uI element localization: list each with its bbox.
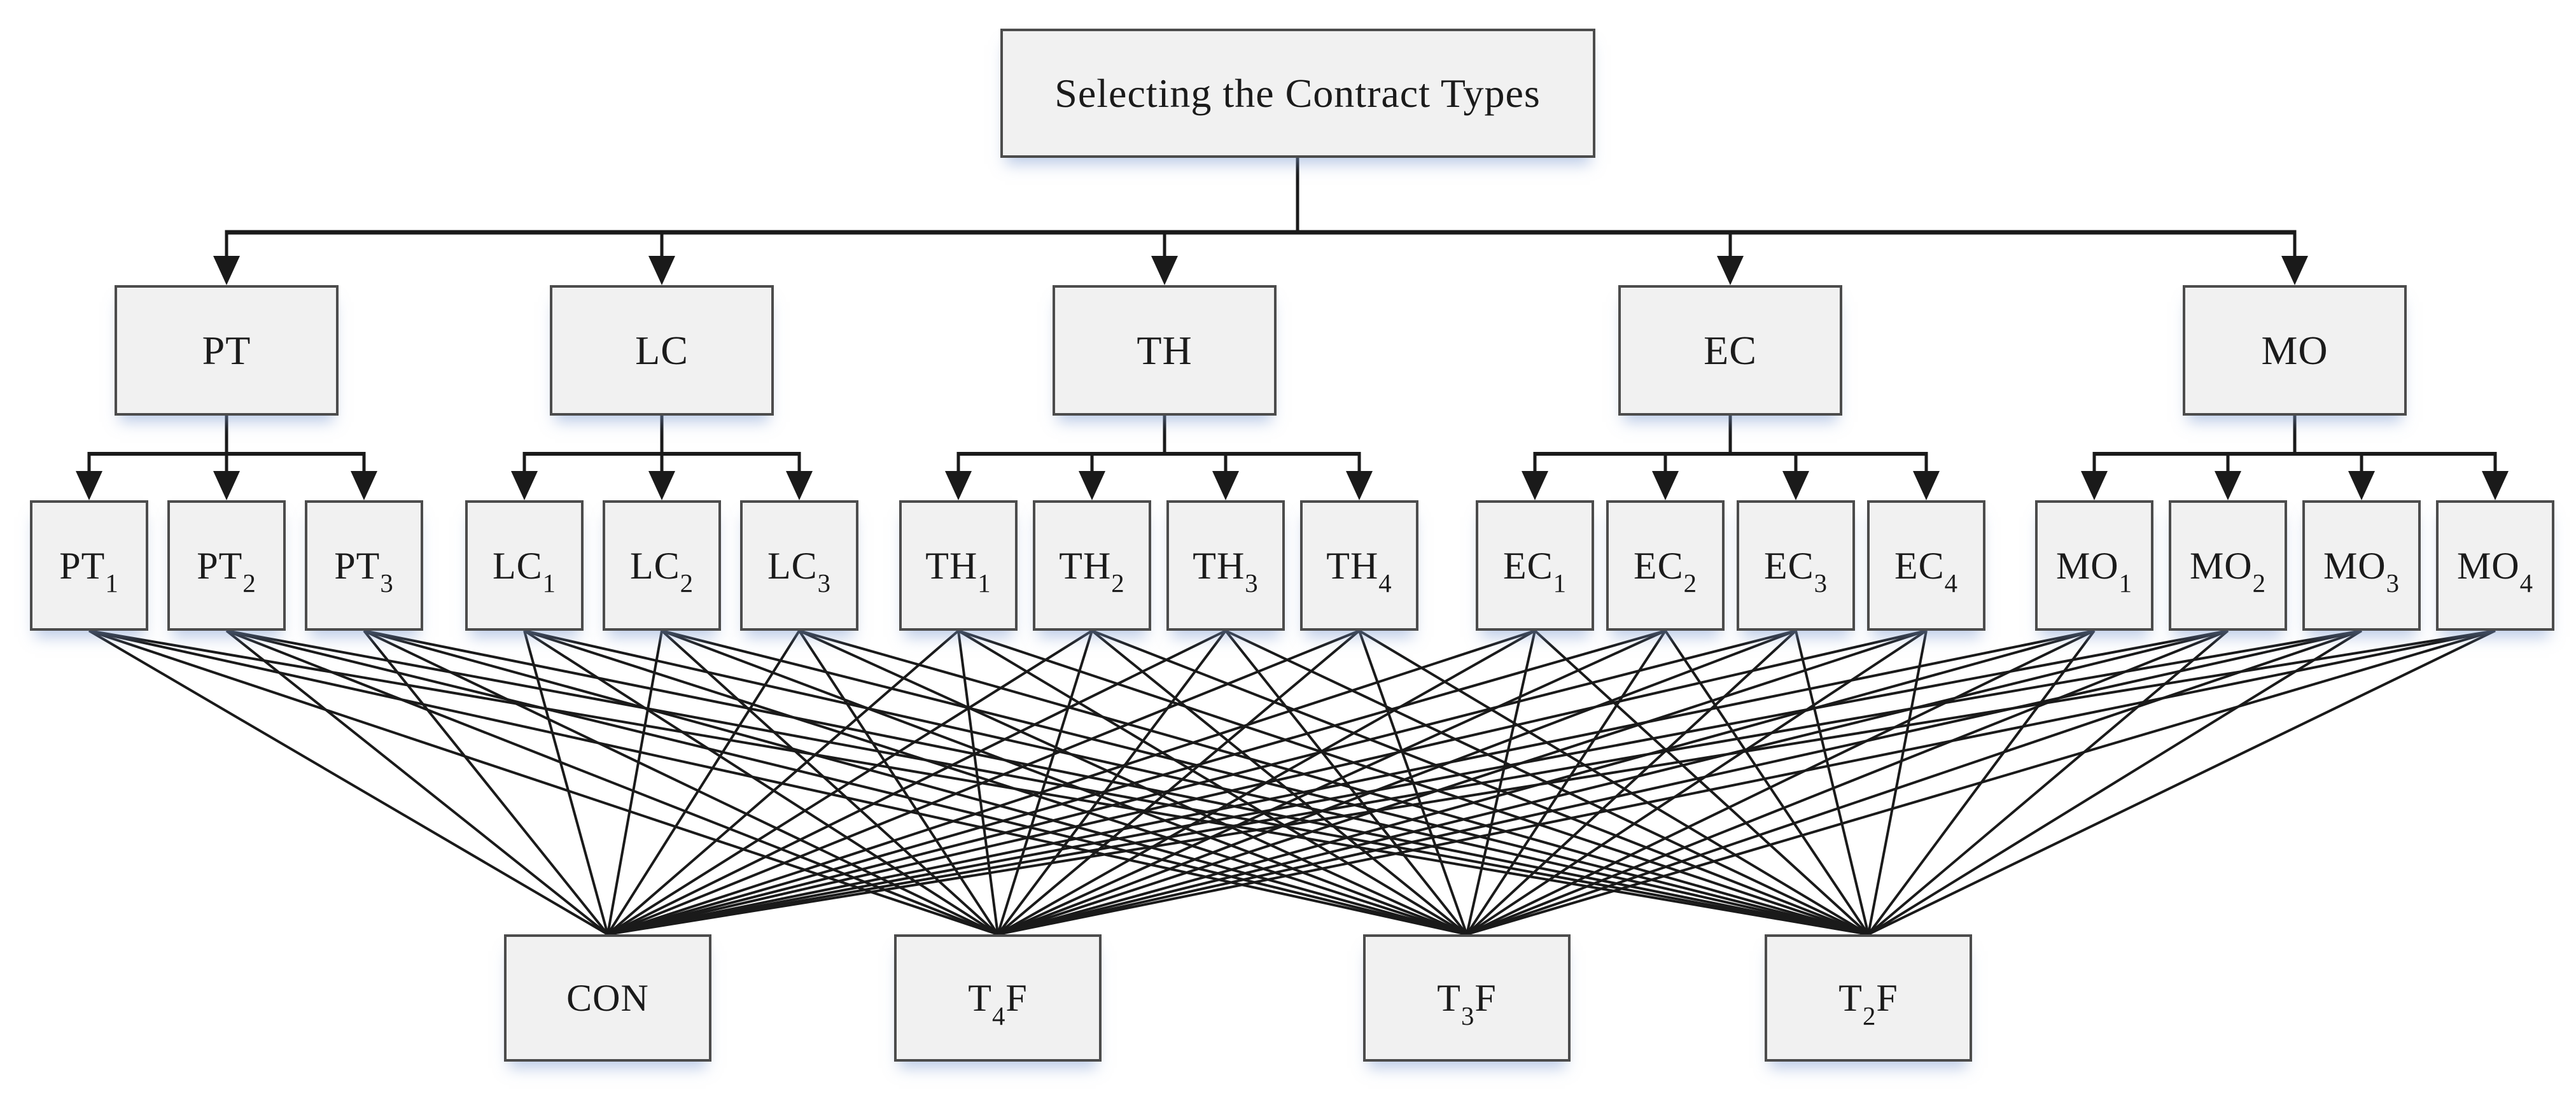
criterion-box-th-label: TH <box>1137 327 1193 373</box>
arrowhead-icon <box>1151 256 1178 285</box>
arrowhead-icon <box>76 471 102 500</box>
arrowhead-icon <box>648 471 675 500</box>
subcriterion-box-th2: TH2 <box>1033 500 1151 631</box>
goal-box: Selecting the Contract Types <box>1000 29 1595 158</box>
arrowhead-icon <box>2081 471 2108 500</box>
subcriterion-box-lc1-label: LC1 <box>492 544 557 598</box>
criterion-box-ec-label: EC <box>1704 327 1757 373</box>
subcriterion-box-mo1-label: MO1 <box>2055 544 2133 598</box>
arrowhead-icon <box>1346 471 1373 500</box>
subcriterion-box-mo2: MO2 <box>2169 500 2287 631</box>
subcriterion-box-mo3-label: MO3 <box>2323 544 2400 598</box>
criterion-box-lc: LC <box>550 285 774 416</box>
alternative-box-t4f: T4F <box>894 934 1102 1062</box>
subcriterion-box-lc2-label: LC2 <box>629 544 694 598</box>
criterion-box-pt-label: PT <box>202 327 251 373</box>
arrowhead-icon <box>1652 471 1679 500</box>
arrowhead-icon <box>511 471 538 500</box>
subcriterion-box-mo4-label: MO4 <box>2456 544 2534 598</box>
arrowhead-icon <box>945 471 972 500</box>
subcriterion-box-pt1-label: PT1 <box>59 544 119 598</box>
arrowhead-icon <box>648 256 675 285</box>
goal-to-criteria-connectors <box>213 158 2308 285</box>
subcriterion-box-th1: TH1 <box>899 500 1018 631</box>
criterion-box-pt: PT <box>115 285 339 416</box>
subcriterion-box-pt3: PT3 <box>305 500 423 631</box>
alternative-box-t2f: T2F <box>1765 934 1972 1062</box>
subcriterion-box-lc1: LC1 <box>465 500 584 631</box>
arrowhead-icon <box>1079 471 1105 500</box>
alternative-box-t3f: T3F <box>1363 934 1571 1062</box>
criteria-to-subcriteria-connectors <box>76 416 2509 500</box>
subcriterion-box-ec2-label: EC2 <box>1633 544 1698 598</box>
subcriterion-box-lc2: LC2 <box>603 500 721 631</box>
criterion-box-th: TH <box>1053 285 1277 416</box>
goal-label: Selecting the Contract Types <box>1054 70 1541 116</box>
subcriterion-box-ec3: EC3 <box>1737 500 1855 631</box>
arrowhead-icon <box>1717 256 1744 285</box>
subcriterion-box-pt2: PT2 <box>167 500 286 631</box>
subcriterion-box-ec4-label: EC4 <box>1894 544 1959 598</box>
subcriteria-to-alternatives-web <box>88 629 2496 936</box>
arrowhead-icon <box>213 256 240 285</box>
criterion-box-lc-label: LC <box>635 327 689 373</box>
subcriterion-box-pt3-label: PT3 <box>334 544 394 598</box>
arrowhead-icon <box>1212 471 1239 500</box>
subcriterion-box-th4-label: TH4 <box>1326 544 1392 598</box>
subcriterion-box-lc3-label: LC3 <box>767 544 832 598</box>
alternative-box-t2f-label: T2F <box>1838 977 1898 1030</box>
criterion-box-ec: EC <box>1618 285 1842 416</box>
alternative-box-t3f-label: T3F <box>1437 977 1497 1030</box>
subcriterion-box-mo2-label: MO2 <box>2189 544 2267 598</box>
arrowhead-icon <box>2348 471 2375 500</box>
subcriterion-box-th2-label: TH2 <box>1059 544 1125 598</box>
subcriterion-box-ec2: EC2 <box>1606 500 1725 631</box>
arrowhead-icon <box>2281 256 2308 285</box>
arrowhead-icon <box>213 471 240 500</box>
subcriterion-box-th3-label: TH3 <box>1193 544 1259 598</box>
arrowhead-icon <box>2482 471 2509 500</box>
subcriterion-box-mo1: MO1 <box>2035 500 2153 631</box>
subcriterion-box-mo4: MO4 <box>2436 500 2554 631</box>
subcriterion-box-th4: TH4 <box>1300 500 1418 631</box>
arrowhead-icon <box>351 471 377 500</box>
alternative-box-con: CON <box>504 934 711 1062</box>
arrowhead-icon <box>786 471 813 500</box>
subcriterion-box-ec4: EC4 <box>1867 500 1985 631</box>
subcriterion-box-th3: TH3 <box>1166 500 1285 631</box>
criterion-box-mo-label: MO <box>2261 327 2328 373</box>
subcriterion-box-pt1: PT1 <box>30 500 148 631</box>
arrowhead-icon <box>1782 471 1809 500</box>
alternative-box-t4f-label: T4F <box>968 977 1028 1030</box>
subcriterion-box-ec1: EC1 <box>1476 500 1594 631</box>
arrowhead-icon <box>1522 471 1548 500</box>
arrowhead-icon <box>1913 471 1940 500</box>
subcriterion-box-lc3: LC3 <box>740 500 858 631</box>
arrowhead-icon <box>2215 471 2241 500</box>
subcriterion-box-th1-label: TH1 <box>925 544 991 598</box>
subcriterion-box-ec3-label: EC3 <box>1763 544 1828 598</box>
criterion-box-mo: MO <box>2183 285 2407 416</box>
subcriterion-box-mo3: MO3 <box>2302 500 2421 631</box>
subcriterion-box-ec1-label: EC1 <box>1502 544 1567 598</box>
alternative-box-con-label: CON <box>566 977 649 1019</box>
subcriterion-box-pt2-label: PT2 <box>197 544 256 598</box>
